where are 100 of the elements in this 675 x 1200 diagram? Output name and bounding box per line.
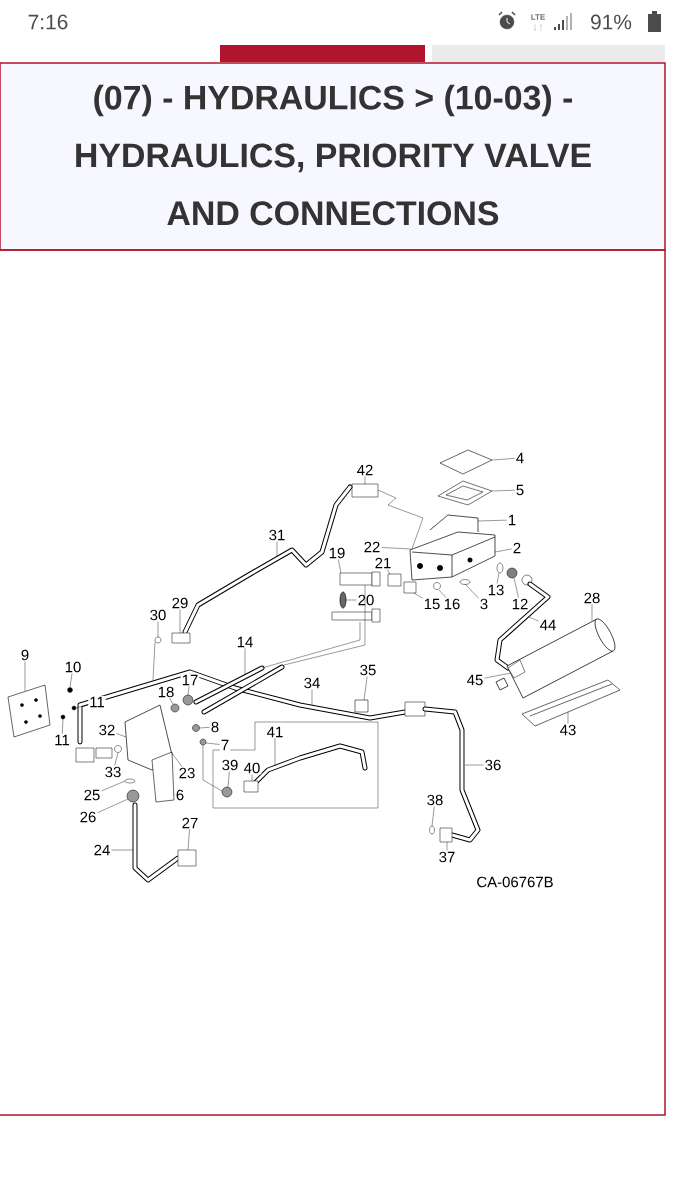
leader-line <box>438 589 447 598</box>
callout-number: 9 <box>19 648 31 662</box>
leader-line <box>464 583 479 599</box>
callout-number: 26 <box>78 810 98 824</box>
callout-number: 1 <box>506 513 518 527</box>
o-ring <box>114 745 122 753</box>
o-ring <box>124 778 136 784</box>
callout-number: 15 <box>422 597 442 611</box>
leader-line <box>464 764 484 766</box>
o-ring <box>154 636 162 644</box>
callout-number: 35 <box>358 663 378 677</box>
callout-number: 22 <box>362 540 382 554</box>
callout-number: 10 <box>63 660 83 674</box>
callout-number: 5 <box>514 483 526 497</box>
leader-line <box>513 577 519 598</box>
callout-number: 27 <box>180 816 200 830</box>
pipe-fitting <box>403 581 417 594</box>
leader-line <box>431 806 435 827</box>
leader-line <box>276 541 278 557</box>
callout-number: 23 <box>177 766 197 780</box>
status-time: 7:16 <box>28 14 68 30</box>
o-ring <box>433 582 441 590</box>
leader-line <box>101 780 126 792</box>
pipe-fitting <box>506 567 518 579</box>
callout-number: 39 <box>220 758 240 772</box>
leader-line <box>187 829 190 851</box>
pipe-fitting <box>404 701 426 717</box>
pipe <box>422 706 481 843</box>
callout-number: 11 <box>53 733 71 747</box>
leader-line <box>484 672 512 679</box>
leader-line <box>179 609 181 634</box>
leader-line <box>567 711 569 724</box>
assembly-line <box>152 641 156 681</box>
pipe-fitting <box>171 632 191 644</box>
callout-number: 16 <box>442 597 462 611</box>
callout-number: 3 <box>478 597 490 611</box>
leader-line <box>345 599 357 601</box>
leader-line <box>157 621 159 638</box>
cover-plate <box>439 449 493 475</box>
leader-line <box>198 727 210 729</box>
callout-number: 40 <box>242 761 262 775</box>
leader-line <box>97 798 129 813</box>
leader-line <box>170 751 183 767</box>
callout-number: 28 <box>582 591 602 605</box>
callout-number: 6 <box>174 788 186 802</box>
assembly-line <box>202 744 223 792</box>
pipe-fitting <box>177 849 197 867</box>
pipe-fitting <box>95 747 113 759</box>
callout-number: 29 <box>170 596 190 610</box>
cover-plate <box>7 684 51 738</box>
leader-line <box>477 519 507 522</box>
pipe-fitting <box>126 789 140 803</box>
leader-line <box>205 742 220 745</box>
leader-line <box>494 548 512 553</box>
leader-line <box>386 569 391 575</box>
bolt <box>331 608 381 623</box>
leader-line <box>381 547 412 550</box>
leader-line <box>413 592 423 599</box>
leader-line <box>491 458 515 461</box>
callout-number: 13 <box>486 583 506 597</box>
leader-line <box>227 771 230 788</box>
callout-number: 24 <box>92 843 112 857</box>
housing-block <box>409 514 496 581</box>
title-panel: (07) - HYDRAULICS > (10-03) - HYDRAULICS, PRIORITY VALVE AND CONNECTIONS <box>0 62 666 251</box>
leader-line <box>75 704 89 709</box>
assembly-line <box>377 489 424 550</box>
drawing-number: CA-06767B <box>477 876 553 888</box>
leader-line <box>274 738 276 767</box>
callout-number: 4 <box>514 451 526 465</box>
housing-block <box>124 704 173 771</box>
assembly-line <box>283 584 366 666</box>
plug <box>71 705 77 711</box>
leader-line <box>363 676 368 701</box>
assembly-line <box>261 621 361 669</box>
leader-line <box>116 733 127 738</box>
leader-line <box>364 476 366 485</box>
accumulator-tank <box>495 618 616 699</box>
callout-number: 7 <box>219 738 231 752</box>
callout-number: 33 <box>103 765 123 779</box>
leader-line <box>244 648 246 676</box>
pipe-fitting <box>521 574 533 586</box>
battery-level: 91% <box>591 14 632 30</box>
pipe-fitting <box>243 780 259 793</box>
leader-line <box>496 572 500 584</box>
callout-number: 37 <box>437 850 457 864</box>
leader-line <box>338 559 342 574</box>
leader-line <box>24 661 26 692</box>
pipe-fitting <box>387 573 402 587</box>
leader-line <box>69 673 73 688</box>
gasket <box>437 480 493 506</box>
pipe-fitting <box>351 483 379 498</box>
pipe <box>201 664 285 715</box>
leader-line <box>591 604 593 622</box>
callout-number: 14 <box>235 635 255 649</box>
callout-number: 42 <box>355 463 375 477</box>
leader-line <box>528 616 539 622</box>
leader-line <box>187 686 190 696</box>
callout-number: 44 <box>538 618 558 632</box>
plug <box>67 687 73 693</box>
callout-number: 25 <box>82 788 102 802</box>
